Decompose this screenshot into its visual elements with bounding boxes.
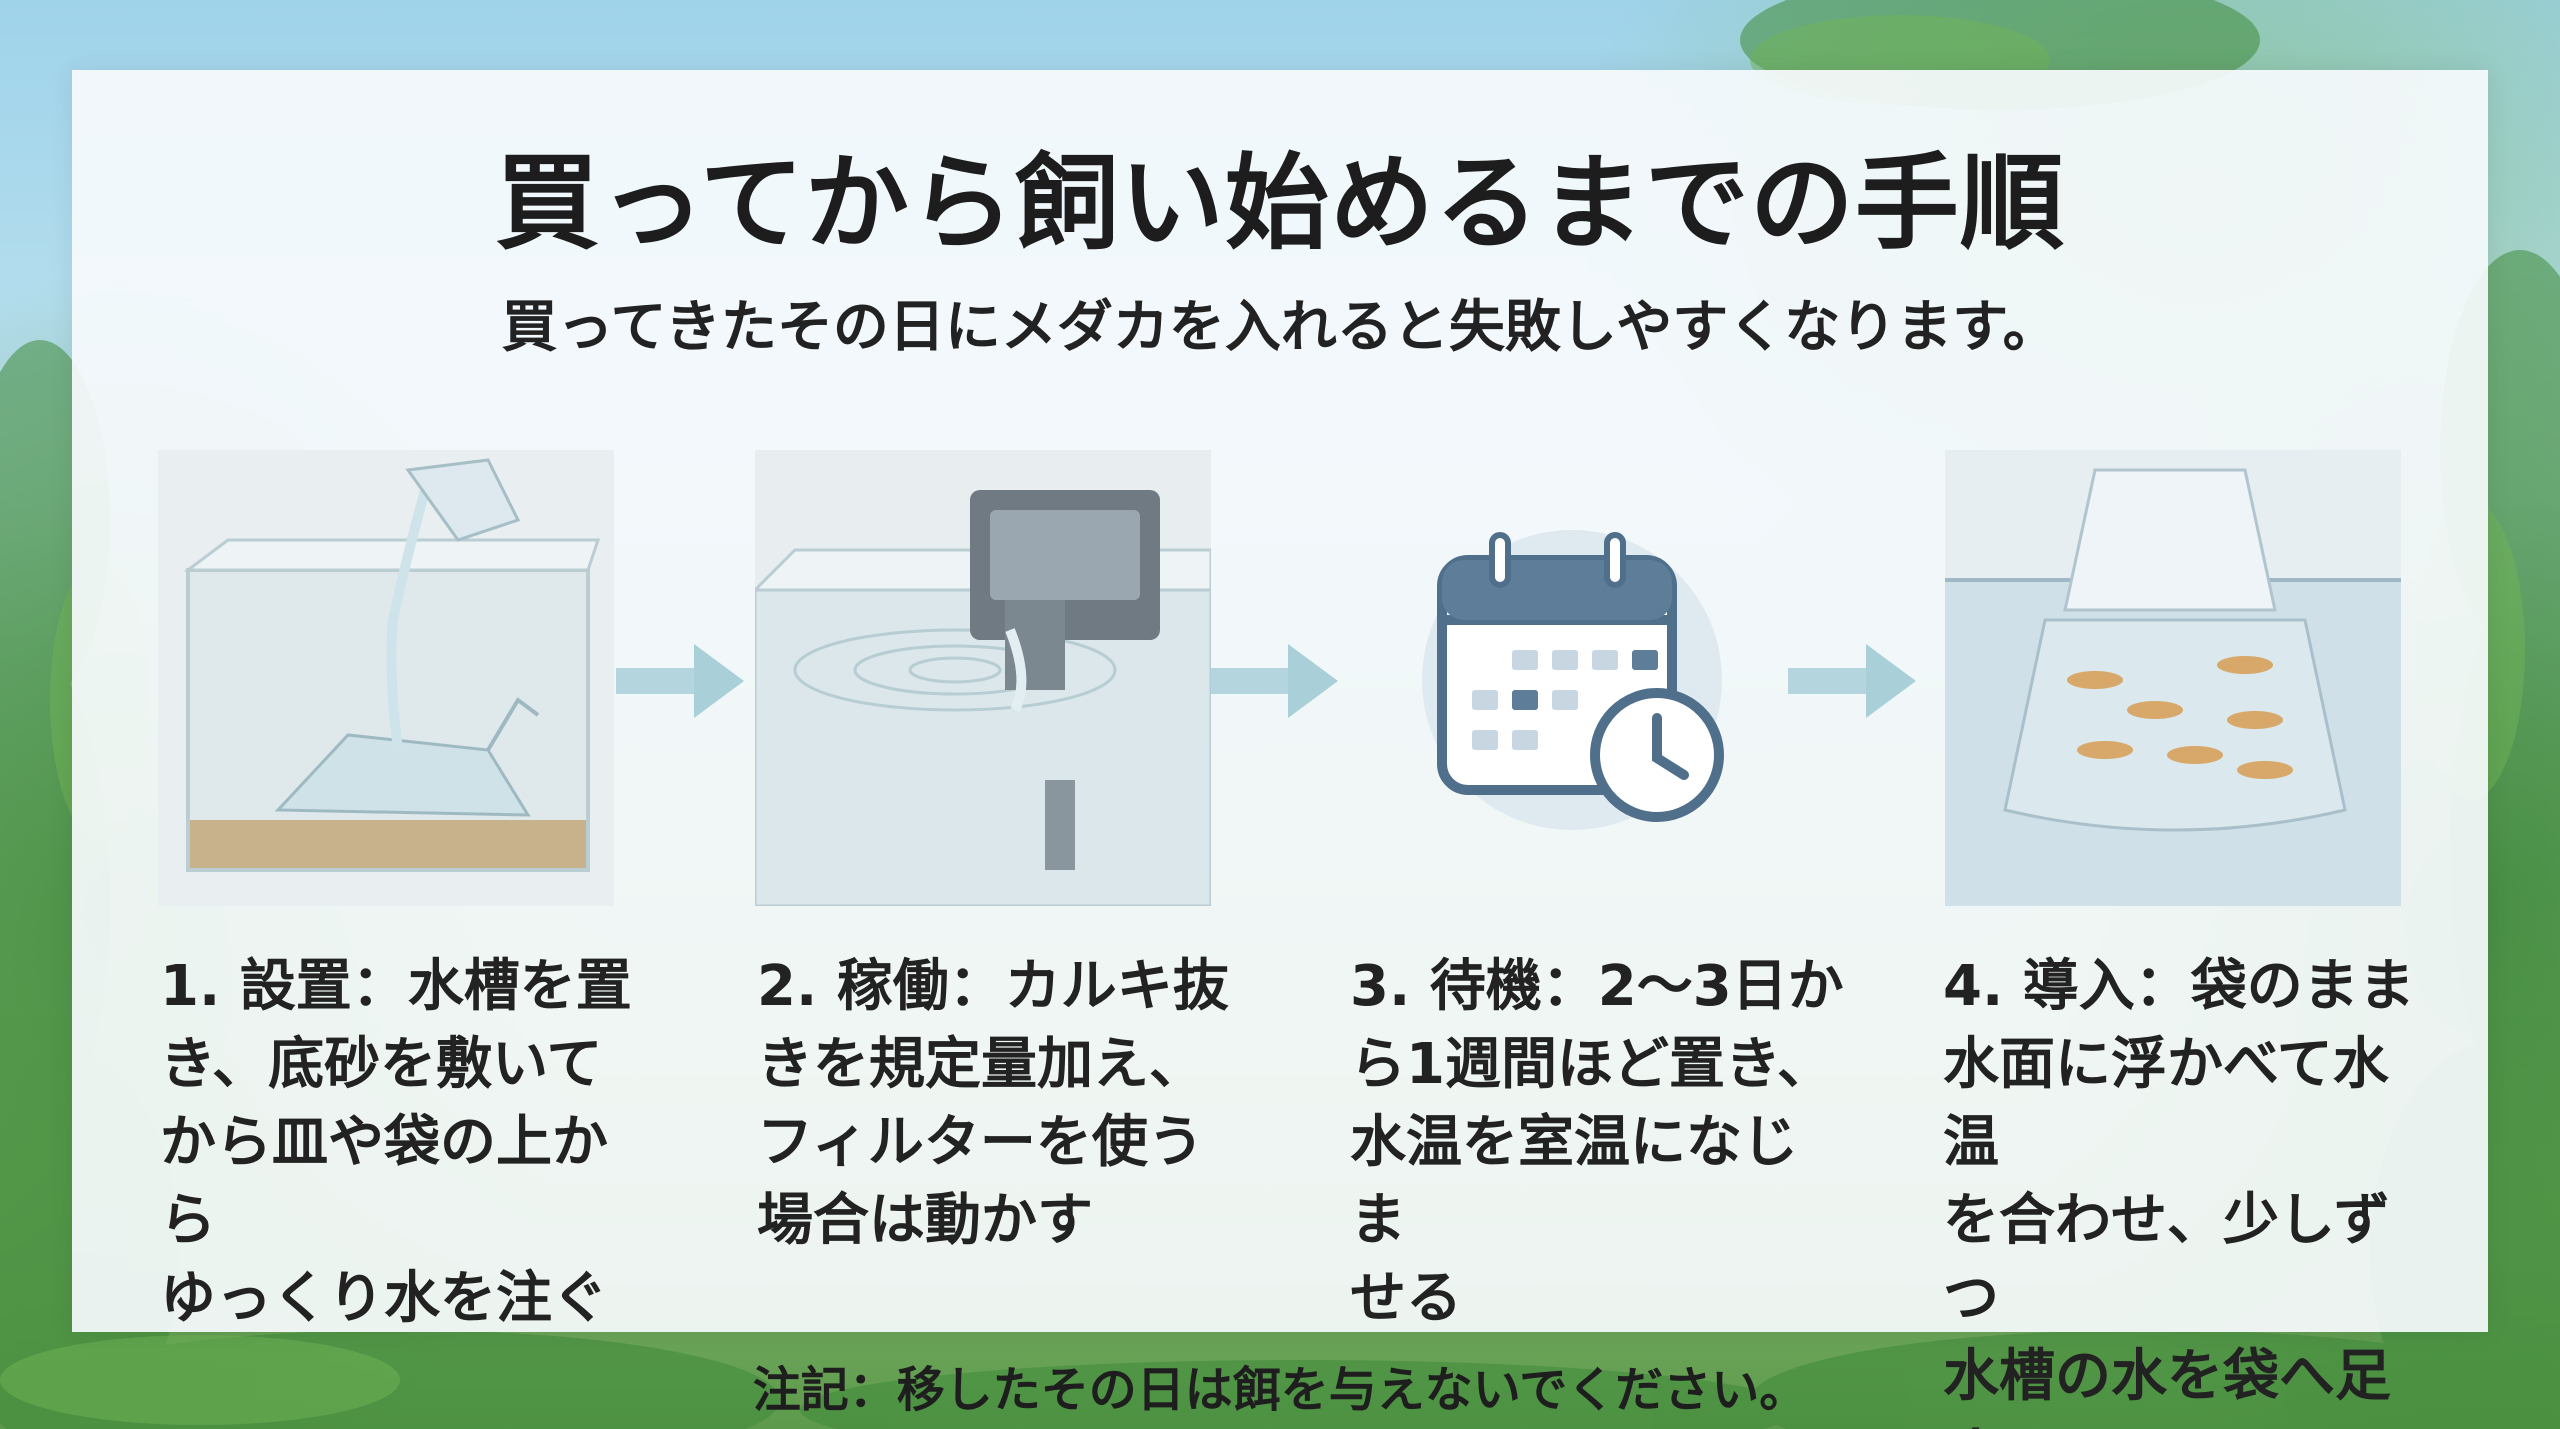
step-2-line: 2. 稼働：カルキ抜 xyxy=(757,954,1229,1019)
step-4-line: 4. 導入：袋のまま xyxy=(1943,954,2415,1019)
step-4-description: 4. 導入：袋のまま 水面に浮かべて水温 を合わせ、少しずつ 水槽の水を袋へ足す xyxy=(1943,948,2443,1429)
calendar-clock-icon xyxy=(1422,530,1724,830)
page-subtitle: 買ってきたその日にメダカを入れると失敗しやすくなります。 xyxy=(501,295,2059,360)
step-arrow-2 xyxy=(1210,636,1340,726)
step-3-line: せる xyxy=(1350,1266,1462,1331)
step-3-image xyxy=(1352,450,1808,906)
step-arrow-3 xyxy=(1788,636,1918,726)
step-3-line: ら1週間ほど置き、 xyxy=(1350,1032,1834,1097)
step-4-image xyxy=(1945,450,2401,906)
hang-on-filter-tank-icon xyxy=(755,450,1211,906)
page-title: 買ってから飼い始めるまでの手順 xyxy=(495,142,2065,264)
step-3-description: 3. 待機：2〜3日か ら1週間ほど置き、 水温を室温になじま せる xyxy=(1350,948,1850,1338)
step-2-image xyxy=(755,450,1211,906)
step-4-line: 水面に浮かべて水温 xyxy=(1943,1032,2389,1175)
step-1-image xyxy=(158,450,614,906)
step-3-line: 水温を室温になじま xyxy=(1350,1110,1798,1253)
step-2-line: 場合は動かす xyxy=(757,1188,1093,1253)
step-1-line: ゆっくり水を注ぐ xyxy=(160,1266,608,1331)
step-4-line: を合わせ、少しずつ xyxy=(1943,1188,2390,1331)
step-1-line: 1. 設置：水槽を置 xyxy=(160,954,632,1019)
step-1-line: き、底砂を敷いて xyxy=(160,1032,603,1097)
footer-note: 注記：移したその日は餌を与えないでください。 xyxy=(752,1362,1808,1418)
step-2-line: フィルターを使う xyxy=(757,1110,1204,1175)
step-arrow-1 xyxy=(616,636,746,726)
fish-bag-floating-icon xyxy=(1945,450,2401,906)
pouring-water-tank-icon xyxy=(158,450,614,906)
step-1-description: 1. 設置：水槽を置 き、底砂を敷いて から皿や袋の上から ゆっくり水を注ぐ xyxy=(160,948,660,1338)
step-1-line: から皿や袋の上から xyxy=(160,1110,608,1253)
step-2-description: 2. 稼働：カルキ抜 きを規定量加え、 フィルターを使う 場合は動かす xyxy=(757,948,1257,1260)
step-2-line: きを規定量加え、 xyxy=(757,1032,1205,1097)
step-4-line: 水槽の水を袋へ足す xyxy=(1943,1344,2391,1429)
step-3-line: 3. 待機：2〜3日か xyxy=(1350,954,1844,1019)
